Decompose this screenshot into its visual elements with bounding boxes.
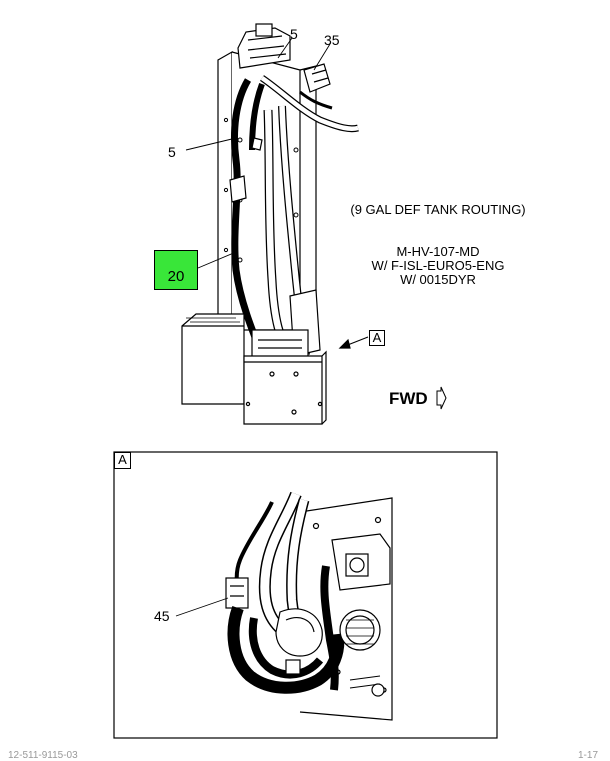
routing-note: (9 GAL DEF TANK ROUTING) <box>350 202 526 217</box>
engine-note: W/ F-ISL-EURO5-ENG <box>371 258 505 273</box>
fwd-arrow-icon <box>436 386 447 410</box>
detail-view-label: A <box>114 452 131 469</box>
callout-20-highlight[interactable]: 20 <box>154 250 198 290</box>
detail-assembly-drawing <box>175 491 393 721</box>
code-note: W/ 0015DYR <box>400 272 476 287</box>
footer-ref-left: 12-511-9115-03 <box>8 750 78 761</box>
callout-45: 45 <box>154 608 170 624</box>
top-assembly-drawing <box>181 23 369 425</box>
footer-ref-right: 1-17 <box>578 750 599 761</box>
detail-view-frame <box>113 451 498 739</box>
callout-5-left: 5 <box>168 144 176 160</box>
fwd-label: FWD <box>389 389 428 408</box>
view-a-marker[interactable]: A <box>369 330 385 346</box>
model-note: M-HV-107-MD <box>396 244 480 259</box>
callout-20-label: 20 <box>167 268 185 285</box>
callout-5-top: 5 <box>290 26 298 42</box>
callout-35: 35 <box>324 32 340 48</box>
